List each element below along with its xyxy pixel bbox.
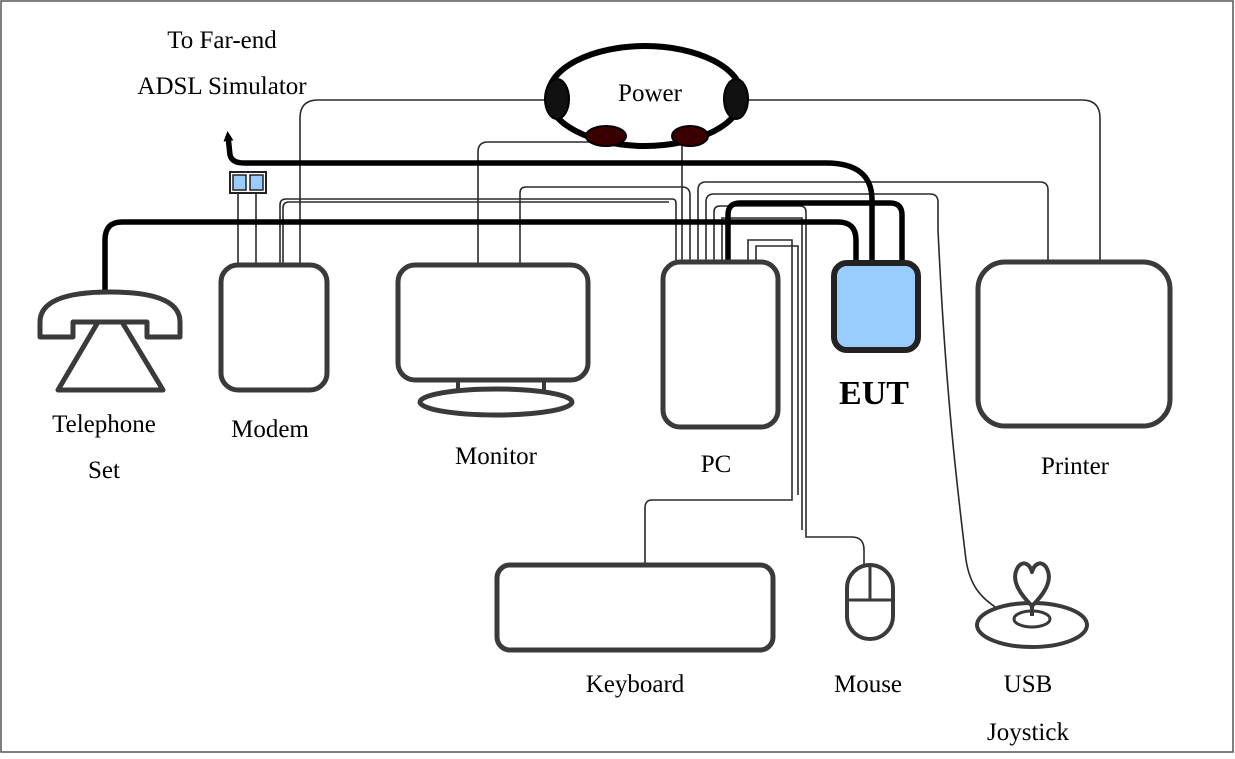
pc[interactable]: PC <box>660 259 781 478</box>
far-end-label-line1: To Far-end <box>167 27 277 54</box>
cable-eut-telephone[interactable] <box>102 219 859 290</box>
power-strip: Power <box>544 43 749 149</box>
cable-pc-eut[interactable] <box>725 200 905 262</box>
monitor[interactable]: Monitor <box>395 262 591 470</box>
cable-pc-joystick <box>705 193 1001 611</box>
cable-eut-far-end[interactable] <box>223 131 875 262</box>
mouse-buttons <box>847 565 893 602</box>
eut-label: EUT <box>839 375 909 412</box>
power-label: Power <box>618 80 683 107</box>
telephone-label-line1: Telephone <box>52 411 156 438</box>
monitor-base <box>417 386 575 418</box>
joystick-label-line1: USB <box>1004 671 1053 698</box>
power-plug-right <box>723 78 749 120</box>
modem-box <box>218 262 330 393</box>
cable-power-pc <box>681 133 691 262</box>
usb-joystick[interactable]: USB Joystick <box>975 561 1089 746</box>
cable-pc-printer <box>697 181 1049 262</box>
cable-pc-monitor <box>519 186 691 265</box>
cable-power-printer <box>740 99 1101 262</box>
telephone-label-line2: Set <box>88 457 120 484</box>
joystick-label-line2: Joystick <box>987 719 1069 746</box>
line-splitter[interactable] <box>229 171 267 194</box>
cable-power-monitor <box>477 133 599 265</box>
cable-pc-modem-2 <box>282 201 669 265</box>
cable-pc-keyboard-2 <box>755 245 799 495</box>
monitor-screen <box>395 262 591 383</box>
keyboard[interactable]: Keyboard <box>494 562 776 698</box>
printer-box <box>975 259 1173 429</box>
cable-pc-keyboard <box>644 239 793 565</box>
pc-box <box>660 259 781 430</box>
pc-label: PC <box>701 451 732 478</box>
eut[interactable]: EUT <box>831 260 921 412</box>
modem-label: Modem <box>231 416 309 443</box>
printer[interactable]: Printer <box>975 259 1173 480</box>
telephone-set[interactable]: Telephone Set <box>37 289 183 484</box>
keyboard-label: Keyboard <box>586 671 685 698</box>
keyboard-box <box>494 562 776 653</box>
modem[interactable]: Modem <box>218 262 330 443</box>
cable-pc-modem <box>279 198 677 265</box>
cable-power-modem <box>299 99 548 265</box>
cable-pc-mouse <box>713 205 865 565</box>
mouse[interactable]: Mouse <box>834 563 902 698</box>
mouse-label: Mouse <box>834 671 902 698</box>
power-plug-bottom-right <box>671 125 709 147</box>
splitter-port-right <box>249 174 264 191</box>
joystick-stick-icon <box>1013 561 1051 616</box>
power-plug-bottom-left <box>585 125 627 147</box>
power-plug-left <box>544 78 570 120</box>
splitter-port-left <box>232 174 247 191</box>
telephone-base-icon <box>55 319 166 393</box>
thick-cables <box>102 131 905 290</box>
monitor-label: Monitor <box>455 443 538 470</box>
cable-pc-mouse-2 <box>721 217 803 530</box>
eut-box <box>831 260 921 353</box>
telephone-icon <box>37 289 183 340</box>
far-end-label-line2: ADSL Simulator <box>137 73 307 100</box>
printer-label: Printer <box>1041 453 1110 480</box>
